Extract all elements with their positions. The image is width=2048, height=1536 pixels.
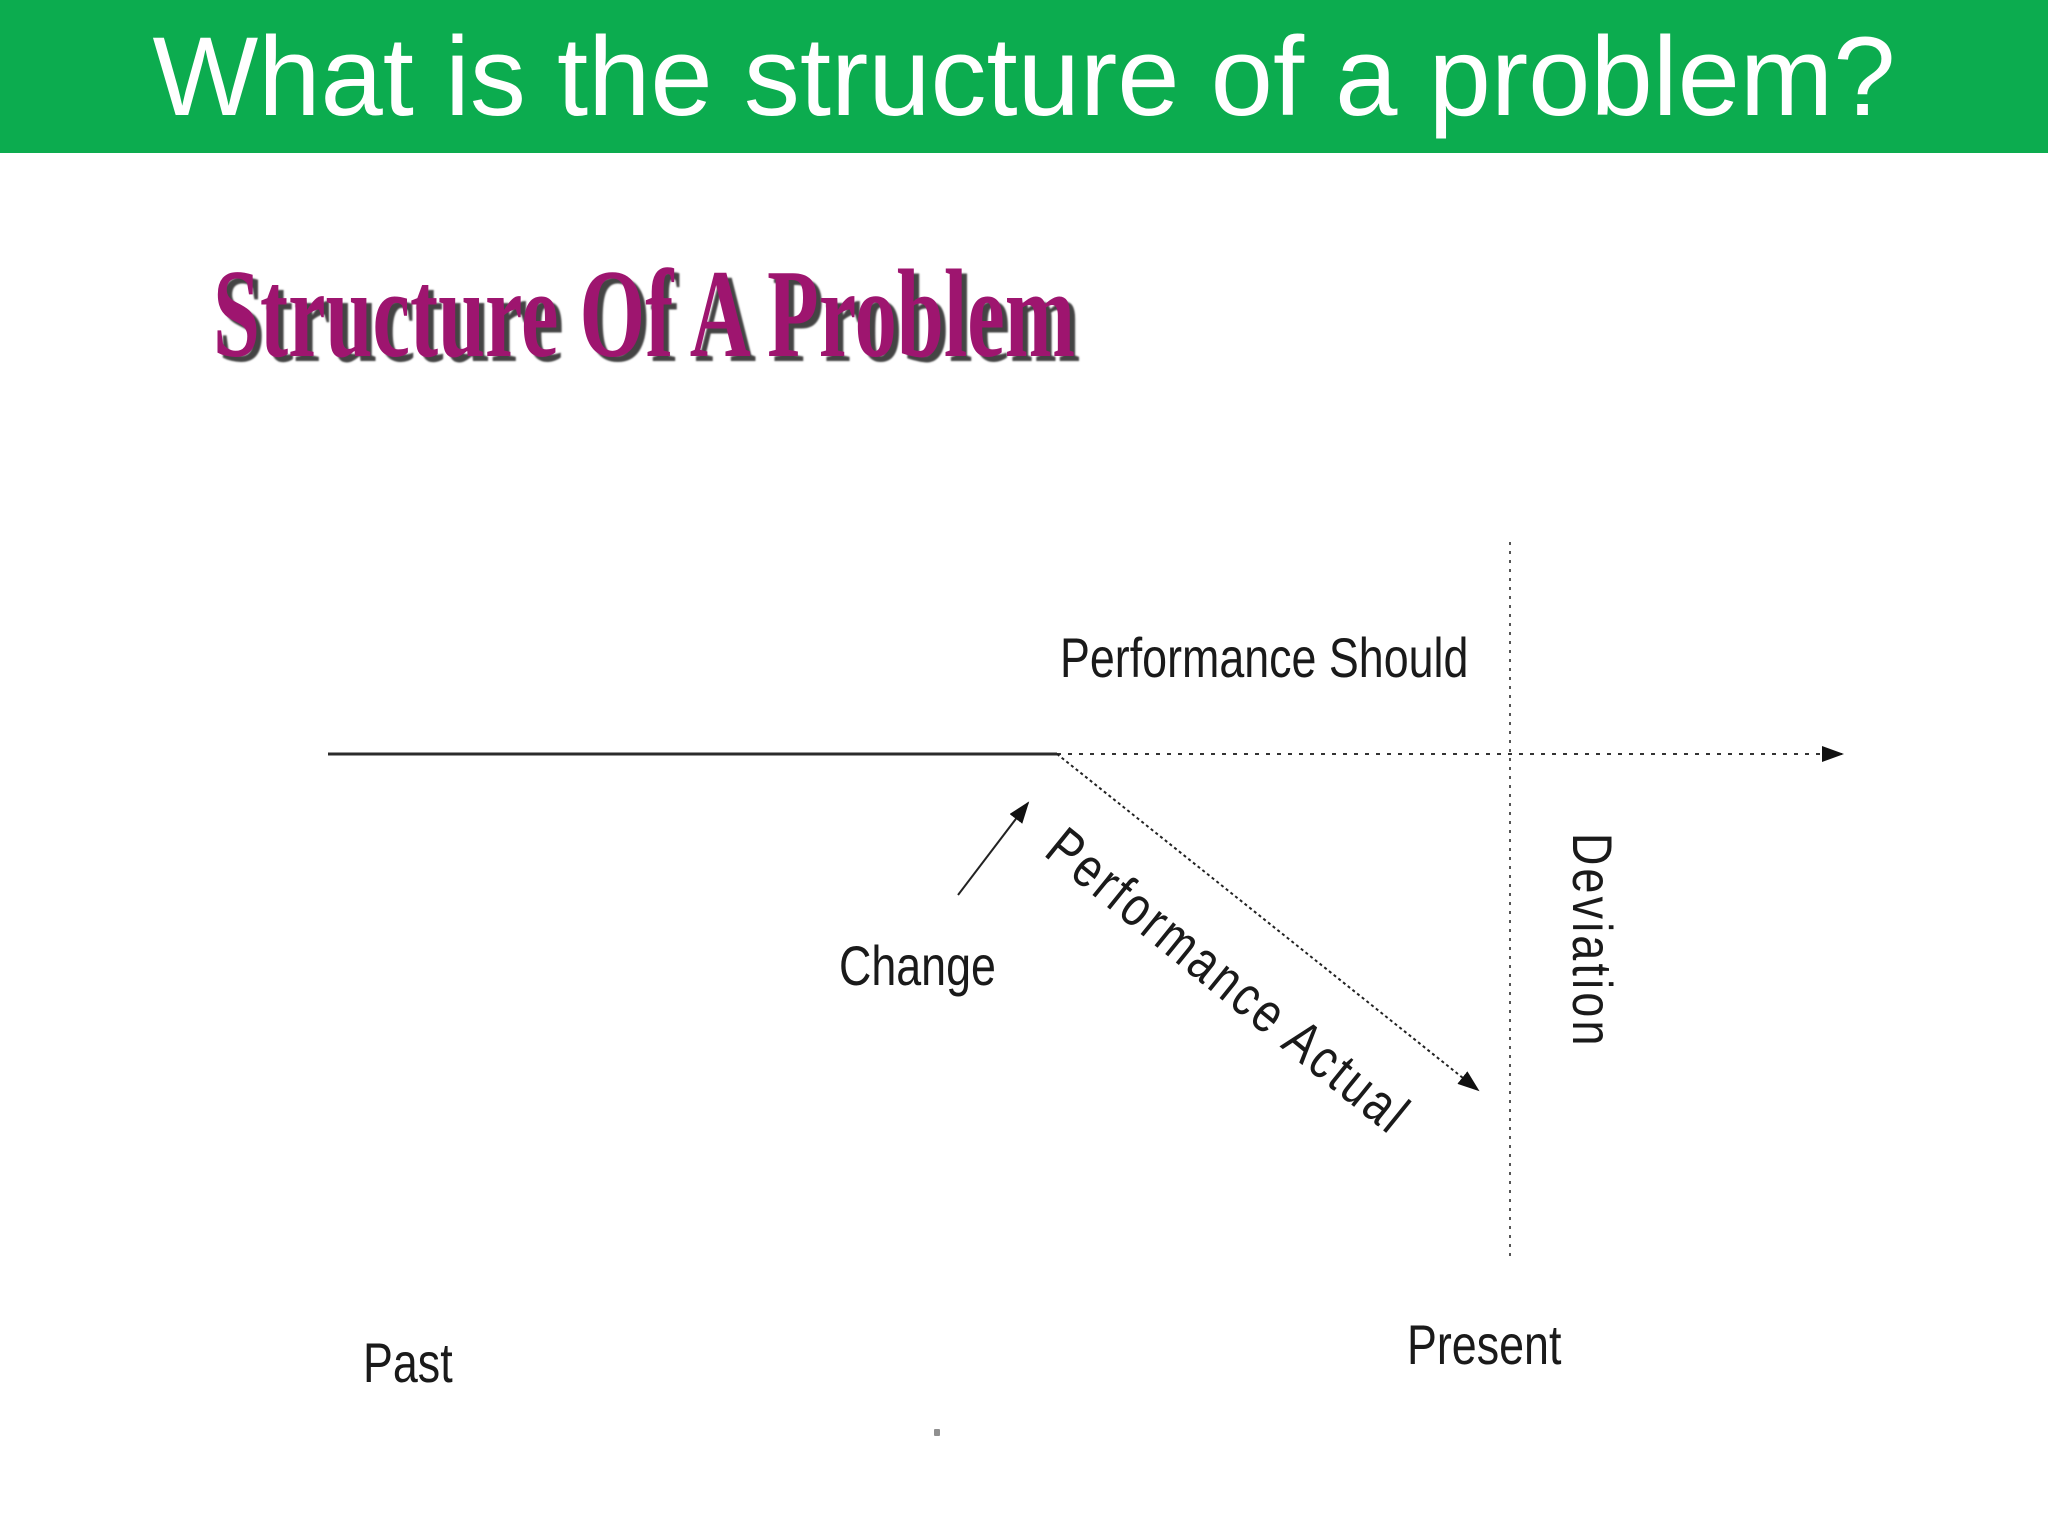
header-title: What is the structure of a problem? [152,14,1896,139]
header-banner: What is the structure of a problem? [0,0,2048,153]
change-arrow [957,801,1030,896]
change-label: Change [839,934,996,997]
past-label: Past [363,1331,453,1394]
present-label: Present [1407,1313,1562,1376]
slide-title: Structure Of A Problem [213,245,1076,384]
deviation-label: Deviation [1561,833,1624,1049]
performance-should-label: Performance Should [1060,626,1469,689]
stray-dot [934,1429,940,1436]
